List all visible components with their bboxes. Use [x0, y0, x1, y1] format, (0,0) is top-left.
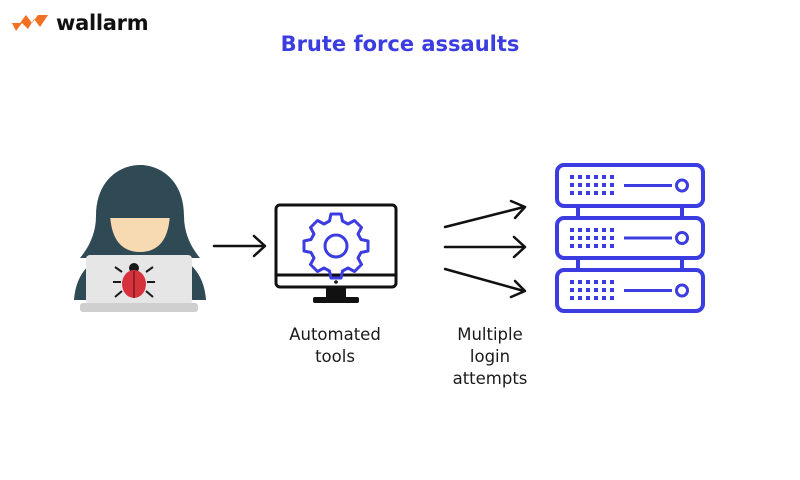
- arrow-right-icon: [212, 234, 267, 258]
- gear-icon: [302, 212, 370, 280]
- monitor-gear-icon: [274, 203, 398, 303]
- hacker-face: [110, 210, 170, 252]
- arrow-right-icon: [443, 235, 527, 259]
- server-unit: [555, 216, 705, 260]
- wallarm-logo-icon: [12, 15, 48, 31]
- arrow-right-icon: [443, 267, 527, 299]
- arrow-right-icon: [443, 199, 527, 229]
- laptop-base: [80, 303, 198, 312]
- server-unit: [555, 163, 705, 208]
- monitor-stand: [326, 287, 346, 299]
- hacker-mask: [108, 186, 172, 218]
- label-line: Automated: [289, 325, 381, 344]
- brand-name: wallarm: [56, 11, 149, 35]
- bug-icon: [113, 263, 155, 298]
- server-rack-icon: [555, 163, 705, 313]
- hacker-laptop-icon: [74, 165, 206, 312]
- server-unit: [555, 268, 705, 313]
- monitor-base: [313, 297, 359, 303]
- automated-tools-label: Automated tools: [270, 324, 400, 368]
- label-line: login: [469, 347, 511, 366]
- label-line: Multiple: [457, 325, 523, 344]
- diagram-title: Brute force assaults: [280, 32, 520, 56]
- brand-logo: wallarm: [10, 8, 149, 38]
- label-line: attempts: [452, 369, 528, 388]
- label-line: tools: [315, 347, 355, 366]
- login-attempts-label: Multiple login attempts: [430, 324, 550, 390]
